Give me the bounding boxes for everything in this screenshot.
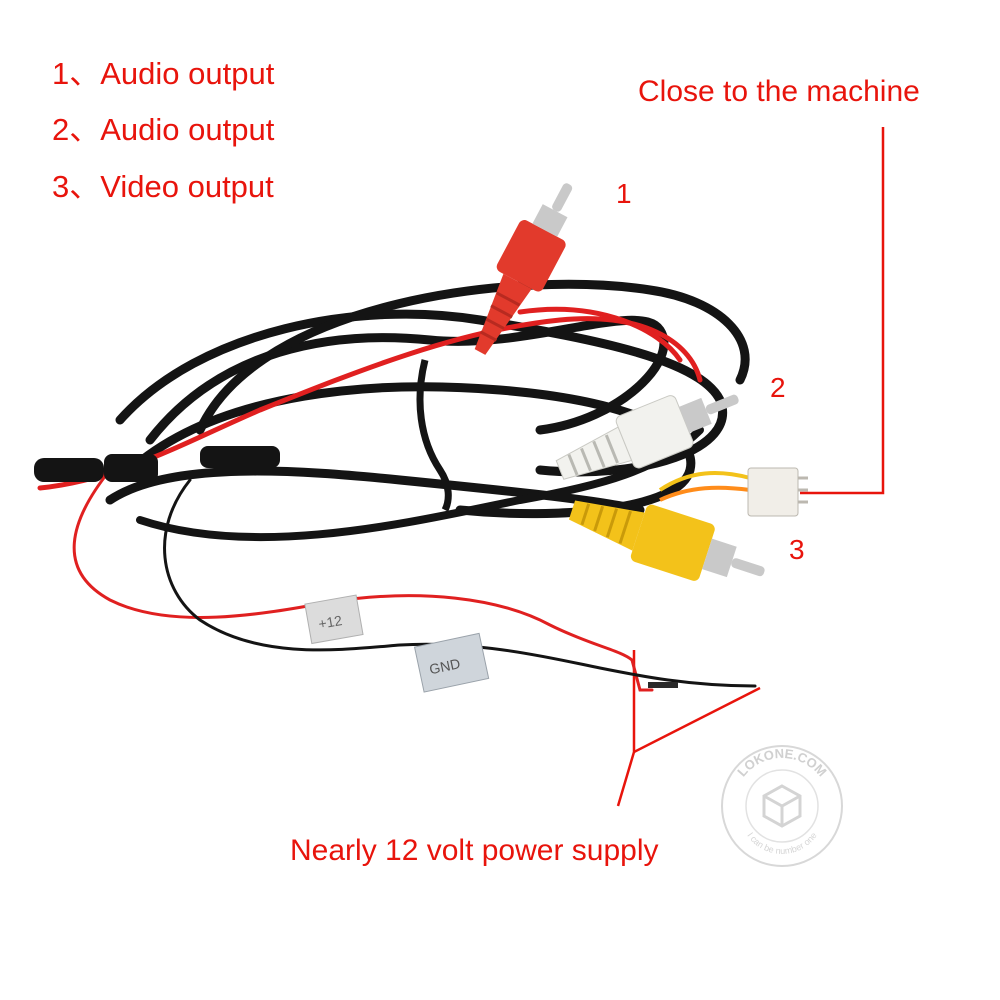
leader-lines [616, 127, 885, 807]
red-cable-run-2 [517, 306, 683, 363]
callout-power-supply: Nearly 12 volt power supply [290, 834, 659, 867]
bundle-loop-1 [115, 309, 727, 477]
legend-number-3: 3、 [52, 169, 101, 204]
legend-number-2: 2、 [52, 112, 101, 147]
callout-close-to-machine: Close to the machine [638, 75, 920, 108]
multi-pin-connector [658, 467, 808, 517]
legend-text-3: Video output [100, 169, 274, 204]
svg-text:I can be number one: I can be number one [745, 830, 818, 856]
watermark-subtext: I can be number one [745, 830, 818, 856]
wire-tag-ground: GND [413, 632, 490, 693]
rca-plug-red [474, 183, 573, 355]
power-leader-branch [633, 686, 761, 754]
legend-item-2: 2、Audio output [52, 104, 274, 149]
watermark-cube-icon [762, 784, 802, 828]
watermark-logo: LOKONE.COM I can be number one [721, 745, 843, 867]
rca-plug-yellow [568, 500, 765, 581]
legend-item-1: 1、Audio output [52, 48, 274, 93]
inline-module [34, 446, 280, 482]
plug-number-3: 3 [789, 534, 805, 565]
red-lead-tip [630, 658, 654, 692]
wire-tag-positive-text: +12 [317, 612, 343, 632]
machine-leader-line [800, 127, 885, 495]
bundle-loop-5 [195, 279, 750, 435]
lead-insulation-strip [648, 682, 678, 688]
plug-number-1: 1 [616, 178, 632, 209]
legend-text-1: Audio output [100, 56, 275, 91]
cable-tie [416, 359, 452, 512]
wire-tag-ground-text: GND [428, 655, 462, 677]
watermark-text: LOKONE.COM [734, 746, 829, 780]
legend-number-1: 1、 [52, 56, 101, 91]
bundle-loop-4 [105, 466, 645, 515]
svg-text:LOKONE.COM: LOKONE.COM [734, 746, 829, 780]
bundle-loop-6 [136, 426, 704, 542]
wire-tag-positive: +12 [304, 594, 364, 645]
rca-plug-white [555, 394, 739, 480]
plug-number-2: 2 [770, 372, 786, 403]
legend-item-3: 3、Video output [52, 161, 274, 206]
black-power-lead [163, 478, 757, 688]
legend-text-2: Audio output [100, 112, 275, 147]
